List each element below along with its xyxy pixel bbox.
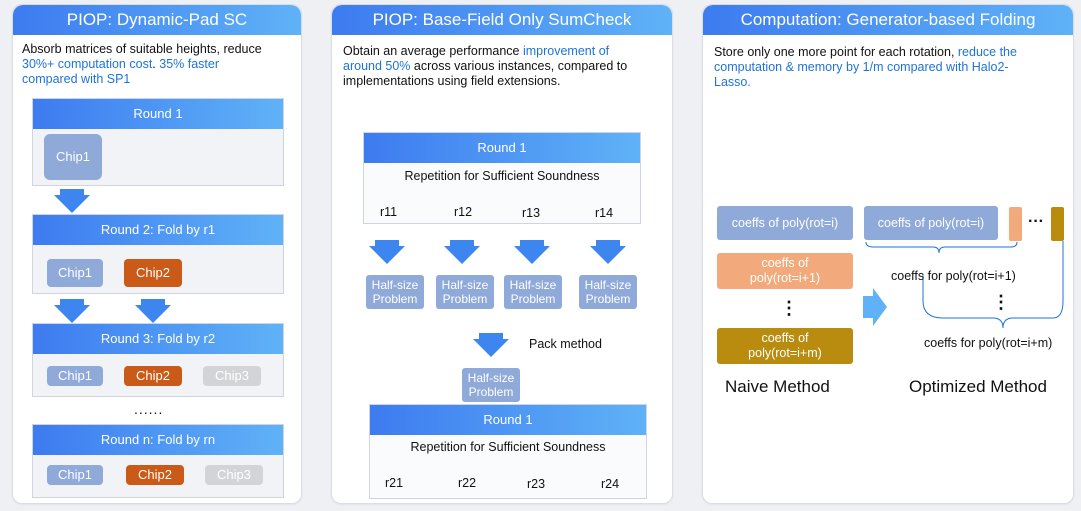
round1-top-box: Round 1 Repetition for Sufficient Soundn… [363,132,641,224]
round1-top-header: Round 1 [364,133,640,163]
coeffs-im-line1: coeffs of [761,331,809,345]
round3-header: Round 3: Fold by r2 [33,324,283,354]
pack-method-label: Pack method [529,337,602,351]
down-arrow-icon [590,240,626,264]
panel3-desc-a: Store only one more point for each rotat… [714,45,958,59]
panel2-desc-e: implementations using field extensions. [343,74,561,88]
r14: r14 [595,206,614,220]
panel3-desc-d: Lasso. [714,75,751,89]
vdots-optimized: ⋮ [992,292,1010,312]
down-arrow-icon [444,240,480,264]
r24: r24 [601,477,620,491]
roundn-header: Round n: Fold by rn [33,425,283,455]
panel3-desc-b: reduce the [957,45,1017,59]
r13: r13 [522,206,541,220]
chip1: Chip1 [47,259,103,287]
hp-line1: Half-size [584,278,632,292]
panel1-desc-e: compared with SP1 [22,72,131,86]
peach-segment [1009,207,1022,241]
panel1-desc-b: 30%+ computation cost [22,57,153,71]
coeffs-i1-line2: poly(rot=i+1) [749,271,821,285]
panel2-description: Obtain an average performance improvemen… [343,44,668,89]
panel1-description: Absorb matrices of suitable heights, red… [22,42,297,87]
coeffs-rot-i-optimized: coeffs of poly(rot=i) [864,206,998,240]
r11: r11 [380,205,398,219]
coeffs-im-label: coeffs for poly(rot=i+m) [924,336,1053,350]
round2-header: Round 2: Fold by r1 [33,215,283,245]
roundn-box: Round n: Fold by rn Chip1 Chip2 Chip3 [32,424,284,498]
chip2: Chip2 [126,465,184,485]
brace-icon [865,241,1064,329]
down-arrow-icon [54,299,90,323]
panel3-description: Store only one more point for each rotat… [714,45,1069,90]
chip1: Chip1 [44,134,102,180]
hp-line2: Problem [372,292,418,306]
panel-dynamic-pad: PIOP: Dynamic-Pad SC Absorb matrices of … [12,4,302,504]
panel1-title: PIOP: Dynamic-Pad SC [13,5,301,35]
optimized-method-label: Optimized Method [909,377,1047,396]
round1-box: Round 1 Chip1 [32,98,284,186]
panel1-desc-a: Absorb matrices of suitable heights, red… [22,42,262,56]
chip2: Chip2 [124,366,182,386]
chip3: Chip3 [203,366,261,386]
hp-line1: Half-size [509,278,557,292]
naive-method-label: Naive Method [725,377,830,396]
panel2-desc-c: around 50% [343,59,411,73]
chip3: Chip3 [205,465,263,485]
down-arrow-icon [135,299,171,323]
r22: r22 [458,476,477,490]
down-arrow-icon [369,240,405,264]
repetition-label: Repetition for Sufficient Soundness [404,169,600,183]
chip1: Chip1 [47,366,103,386]
panel2-desc-d: across various instances, compared to [410,59,628,73]
coeffs-i1-line1: coeffs of [761,256,809,270]
right-arrow-icon [863,288,887,326]
ellipsis: ...... [134,401,164,417]
chip2: Chip2 [124,259,182,287]
hp-line2: Problem [442,292,488,306]
round1-header: Round 1 [33,99,283,129]
down-arrow-icon [514,240,550,264]
round2-box: Round 2: Fold by r1 Chip1 Chip2 [32,214,284,294]
hp-line2: Problem [510,292,556,306]
hp-line2: Problem [585,292,631,306]
r21: r21 [385,476,404,490]
vdots-naive: ⋮ [780,298,798,318]
panel2-desc-a: Obtain an average performance [343,44,523,58]
repetition-label: Repetition for Sufficient Soundness [410,440,606,454]
down-arrow-icon [54,189,90,213]
r23: r23 [527,477,546,491]
panel-base-field-sumcheck: PIOP: Base-Field Only SumCheck Obtain an… [331,4,673,504]
round3-box: Round 3: Fold by r2 Chip1 Chip2 Chip3 [32,323,284,397]
down-arrow-icon [473,333,509,357]
hp-line1: Half-size [371,278,419,292]
r12: r12 [454,205,473,219]
panel-generator-folding: Computation: Generator-based Folding Sto… [702,4,1074,504]
coeffs-i1-label: coeffs for poly(rot=i+1) [891,269,1016,283]
panel3-desc-c: computation & memory by 1/m compared wit… [714,60,1009,74]
panel2-title: PIOP: Base-Field Only SumCheck [332,5,672,35]
hp-line1: Half-size [467,371,515,385]
hp-line1: Half-size [441,278,489,292]
round1-bottom-header: Round 1 [370,405,646,435]
hp-line2: Problem [468,385,514,399]
panel1-desc-c: . [152,57,160,71]
hdots-optimized: ··· [1028,213,1044,230]
panel3-title: Computation: Generator-based Folding [703,5,1073,35]
round1-bottom-box: Round 1 Repetition for Sufficient Soundn… [369,404,647,499]
chip1: Chip1 [47,465,103,485]
panel2-desc-b: improvement of [522,44,610,58]
gold-segment [1051,207,1064,241]
coeffs-rot-i-naive: coeffs of poly(rot=i) [717,206,853,240]
panel1-desc-d: 35% faster [159,57,220,71]
coeffs-im-line2: poly(rot=i+m) [748,346,822,360]
